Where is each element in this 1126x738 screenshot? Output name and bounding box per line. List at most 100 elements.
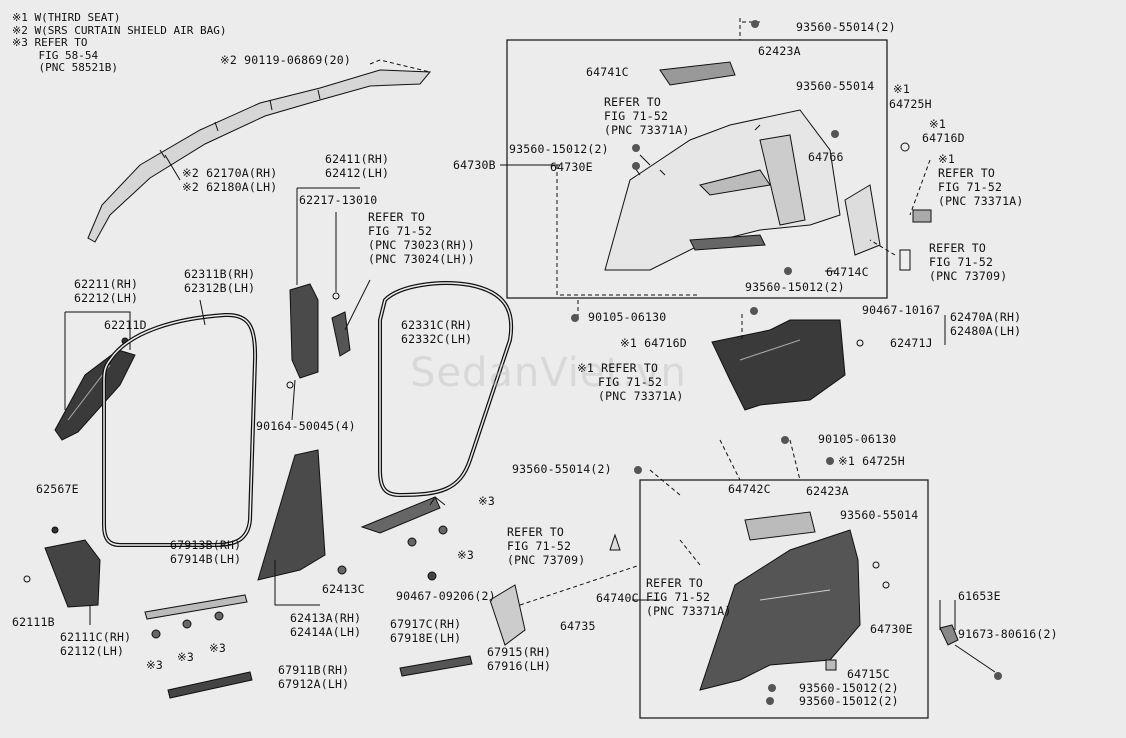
part-label[interactable]: 67913B(RH) (170, 538, 242, 552)
note-1: ※1 W(THIRD SEAT) (12, 11, 121, 24)
front-scuff-plate (144, 594, 248, 620)
part-label[interactable]: 93560-15012(2) (745, 280, 845, 294)
b-pillar-lower-garnish (257, 449, 326, 581)
part-label[interactable]: 62211(RH) (74, 277, 139, 291)
part-label[interactable]: 62212(LH) (74, 291, 139, 305)
part-label: (PNC 73371A) (646, 604, 732, 618)
part-label[interactable]: 64715C (847, 667, 890, 681)
part-label[interactable]: 62217-13010 (299, 193, 378, 207)
a-pillar-garnish (54, 349, 136, 441)
part-label: REFER TO (938, 166, 995, 180)
part-label[interactable]: 91673-80616(2) (958, 627, 1058, 641)
part-label[interactable]: 90164-50045(4) (256, 419, 356, 433)
part-label[interactable]: 67916(LH) (487, 659, 552, 673)
part-label[interactable]: 61653E (958, 589, 1001, 603)
part-label[interactable]: 90467-10167 (862, 303, 941, 317)
part-label[interactable]: 67914B(LH) (170, 552, 242, 566)
rear-scuff-plate (360, 496, 441, 534)
part-label[interactable]: 67917C(RH) (390, 617, 462, 631)
part-label[interactable]: 62111C(RH) (60, 630, 132, 644)
part-label: ※1 (893, 82, 910, 96)
part-label[interactable]: 62471J (890, 336, 933, 350)
lower-quarter-trim (699, 511, 861, 691)
part-label: FIG 71-52 (368, 224, 433, 238)
back-door-trim (711, 319, 846, 411)
part-label[interactable]: 93560-15012(2) (509, 142, 609, 156)
part-label[interactable]: 64730E (550, 160, 593, 174)
part-label[interactable]: 62332C(LH) (401, 332, 473, 346)
footnotes: ※1 W(THIRD SEAT) ※2 W(SRS CURTAIN SHIELD… (12, 11, 227, 75)
part-label[interactable]: ※1 64716D (620, 336, 687, 350)
part-label: ※3 (177, 650, 194, 664)
watermark: SedanViet.vn (410, 350, 687, 396)
part-label: (PNC 73709) (929, 269, 1008, 283)
part-label[interactable]: 90467-09206(2) (396, 589, 496, 603)
part-label[interactable]: 93560-55014(2) (796, 20, 896, 34)
part-label[interactable]: 62567E (36, 482, 79, 496)
part-label[interactable]: ※2 62180A(LH) (182, 180, 278, 194)
part-label[interactable]: ※2 62170A(RH) (182, 166, 278, 180)
part-label[interactable]: 67915(RH) (487, 645, 552, 659)
part-label[interactable]: 62411(RH) (325, 152, 390, 166)
part-label[interactable]: 93560-15012(2) (799, 694, 899, 708)
part-label: FIG 71-52 (929, 255, 994, 269)
part-label[interactable]: 62112(LH) (60, 644, 125, 658)
part-label[interactable]: 64742C (728, 482, 771, 496)
part-label[interactable]: 93560-15012(2) (799, 681, 899, 695)
part-label[interactable]: 64735 (560, 619, 596, 633)
part-label[interactable]: 62211D (104, 318, 147, 332)
part-label[interactable]: 62312B(LH) (184, 281, 256, 295)
part-label[interactable]: 62331C(RH) (401, 318, 473, 332)
part-label[interactable]: 93560-55014 (840, 508, 919, 522)
part-label[interactable]: 62414A(LH) (290, 625, 362, 639)
part-label[interactable]: 62111B (12, 615, 55, 629)
part-label[interactable]: ※2 90119-06869(20) (220, 53, 351, 67)
part-label[interactable]: 93560-55014 (796, 79, 875, 93)
part-label[interactable]: 67912A(LH) (278, 677, 350, 691)
part-label[interactable]: 62470A(RH) (950, 310, 1022, 324)
front-door-weatherstrip (102, 312, 258, 547)
part-label: FIG 71-52 (604, 109, 669, 123)
note-3: ※3 REFER TO (12, 36, 88, 49)
b-pillar-upper-garnish (289, 283, 351, 379)
part-label: ※3 (146, 658, 163, 672)
part-label[interactable]: 90105-06130 (818, 432, 897, 446)
part-label[interactable]: 67911B(RH) (278, 663, 350, 677)
part-label[interactable]: ※1 64725H (838, 454, 905, 468)
part-label[interactable]: 62311B(RH) (184, 267, 256, 281)
part-label[interactable]: 64725H (889, 97, 932, 111)
part-label: REFER TO (604, 95, 661, 109)
part-label: ※3 (478, 494, 495, 508)
part-label[interactable]: 62412(LH) (325, 166, 390, 180)
part-label[interactable]: 64714C (826, 265, 869, 279)
part-label: REFER TO (929, 241, 986, 255)
part-label[interactable]: 64741C (586, 65, 629, 79)
part-label: FIG 71-52 (598, 375, 663, 389)
part-label[interactable]: 64716D (922, 131, 965, 145)
part-label[interactable]: 64740C (596, 591, 639, 605)
part-label: REFER TO (507, 525, 564, 539)
part-label: (PNC 73024(LH)) (368, 252, 475, 266)
part-label[interactable]: 93560-55014(2) (512, 462, 612, 476)
rear-bracket (939, 624, 959, 646)
front-step-plate (167, 671, 253, 699)
note-4: FIG 58-54 (12, 48, 99, 62)
part-label: FIG 71-52 (507, 539, 572, 553)
part-label: (PNC 73371A) (604, 123, 690, 137)
part-label[interactable]: 62423A (806, 484, 849, 498)
part-label: ※1 (929, 117, 946, 131)
note-5: (PNC 58521B) (12, 61, 118, 74)
part-label[interactable]: 62413C (322, 582, 365, 596)
part-label[interactable]: 62413A(RH) (290, 611, 362, 625)
roof-rail-part (87, 69, 432, 243)
part-label: (PNC 73371A) (938, 194, 1024, 208)
part-label[interactable]: 90105-06130 (588, 310, 667, 324)
part-label[interactable]: 64730E (870, 622, 913, 636)
part-label[interactable]: 62480A(LH) (950, 324, 1022, 338)
part-label[interactable]: 64730B (453, 158, 496, 172)
part-label[interactable]: 67918E(LH) (390, 631, 462, 645)
part-label[interactable]: 64766 (808, 150, 844, 164)
part-label[interactable]: 62423A (758, 44, 801, 58)
